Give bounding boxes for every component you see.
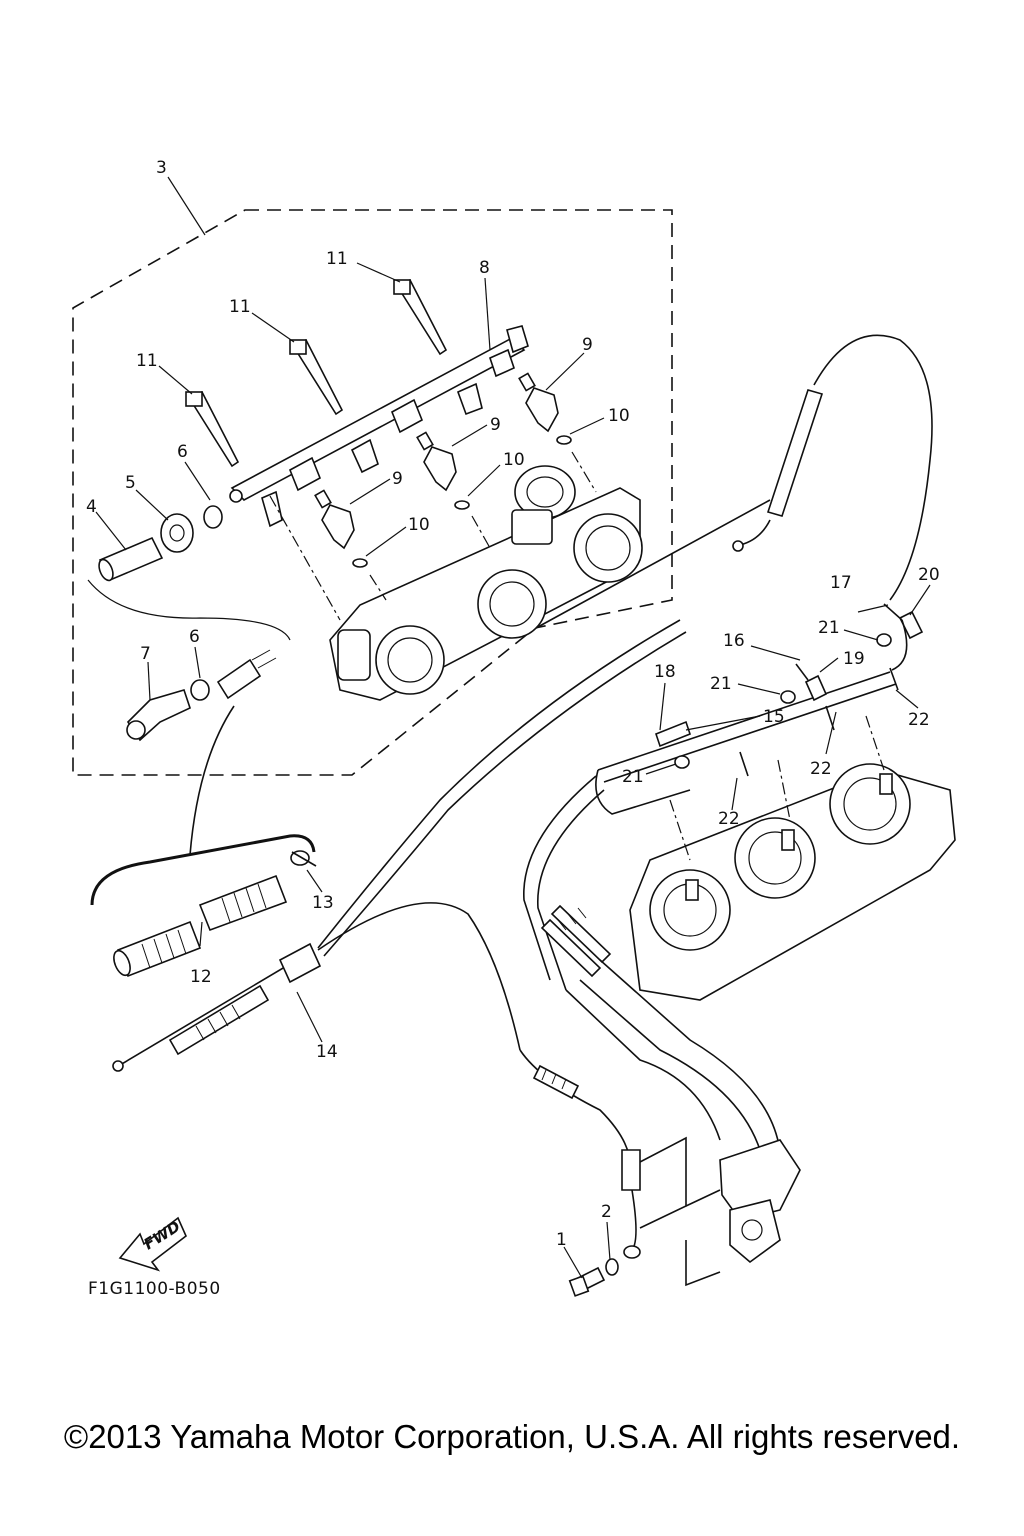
callout-13: 13 (312, 893, 334, 913)
copyright-notice: ©2013 Yamaha Motor Corporation, U.S.A. A… (63, 1418, 961, 1455)
callout-12: 12 (190, 967, 212, 987)
callout-leaders (95, 176, 931, 1279)
assembly-boundary-dashed (72, 209, 673, 776)
callout-2: 2 (601, 1202, 612, 1222)
callout-9-middle: 9 (490, 415, 501, 435)
callout-21-middle: 21 (710, 674, 732, 694)
cylinder-head (629, 763, 956, 1001)
callout-9-left: 9 (392, 469, 403, 489)
callout-21-upper: 21 (818, 618, 840, 638)
callout-3: 3 (156, 158, 167, 178)
callout-11-top: 11 (326, 249, 348, 269)
fuel-injectors (314, 372, 559, 550)
callout-22-middle: 22 (810, 759, 832, 779)
callout-19: 19 (843, 649, 865, 669)
rail-bolts (185, 279, 448, 468)
callout-17: 17 (830, 573, 852, 593)
callout-6-lower: 6 (189, 627, 200, 647)
hose-and-joint (87, 505, 291, 641)
callout-10-left: 10 (408, 515, 430, 535)
callout-11-middle: 11 (229, 297, 251, 317)
callout-4: 4 (86, 497, 97, 517)
pressure-sensor (126, 649, 277, 742)
fuel-rail (229, 325, 529, 528)
callout-22-left: 22 (718, 809, 740, 829)
detail-bracket (90, 834, 316, 906)
callout-18: 18 (654, 662, 676, 682)
callout-16: 16 (723, 631, 745, 651)
callout-7: 7 (140, 644, 151, 664)
o-rings (352, 435, 572, 568)
callout-labels: 3 1 2 4 5 6 6 7 8 9 9 9 10 10 10 11 11 1… (86, 158, 940, 1250)
figure-code: F1G1100-B050 (88, 1279, 221, 1299)
bolt-and-washer (568, 1258, 619, 1297)
fuel-pump-assembly (519, 959, 801, 1287)
callout-15: 15 (763, 707, 785, 727)
callout-1: 1 (556, 1230, 567, 1250)
detail-leader (189, 705, 235, 856)
vacuum-hoses (523, 603, 924, 991)
callout-6-upper: 6 (177, 442, 188, 462)
fwd-arrow-icon: FWD (118, 1216, 187, 1272)
callout-21-lower: 21 (622, 767, 644, 787)
fuel-supply-line (535, 334, 933, 629)
callout-11-left: 11 (136, 351, 158, 371)
detail-hose (113, 850, 317, 978)
callout-20: 20 (918, 565, 940, 585)
callout-5: 5 (125, 473, 136, 493)
throttle-cable (112, 619, 687, 1072)
callout-10-middle: 10 (503, 450, 525, 470)
callout-8: 8 (479, 258, 490, 278)
callout-9-right: 9 (582, 335, 593, 355)
callout-10-right: 10 (608, 406, 630, 426)
callout-22-right: 22 (908, 710, 930, 730)
callout-14: 14 (316, 1042, 338, 1062)
throttle-body (269, 451, 643, 701)
